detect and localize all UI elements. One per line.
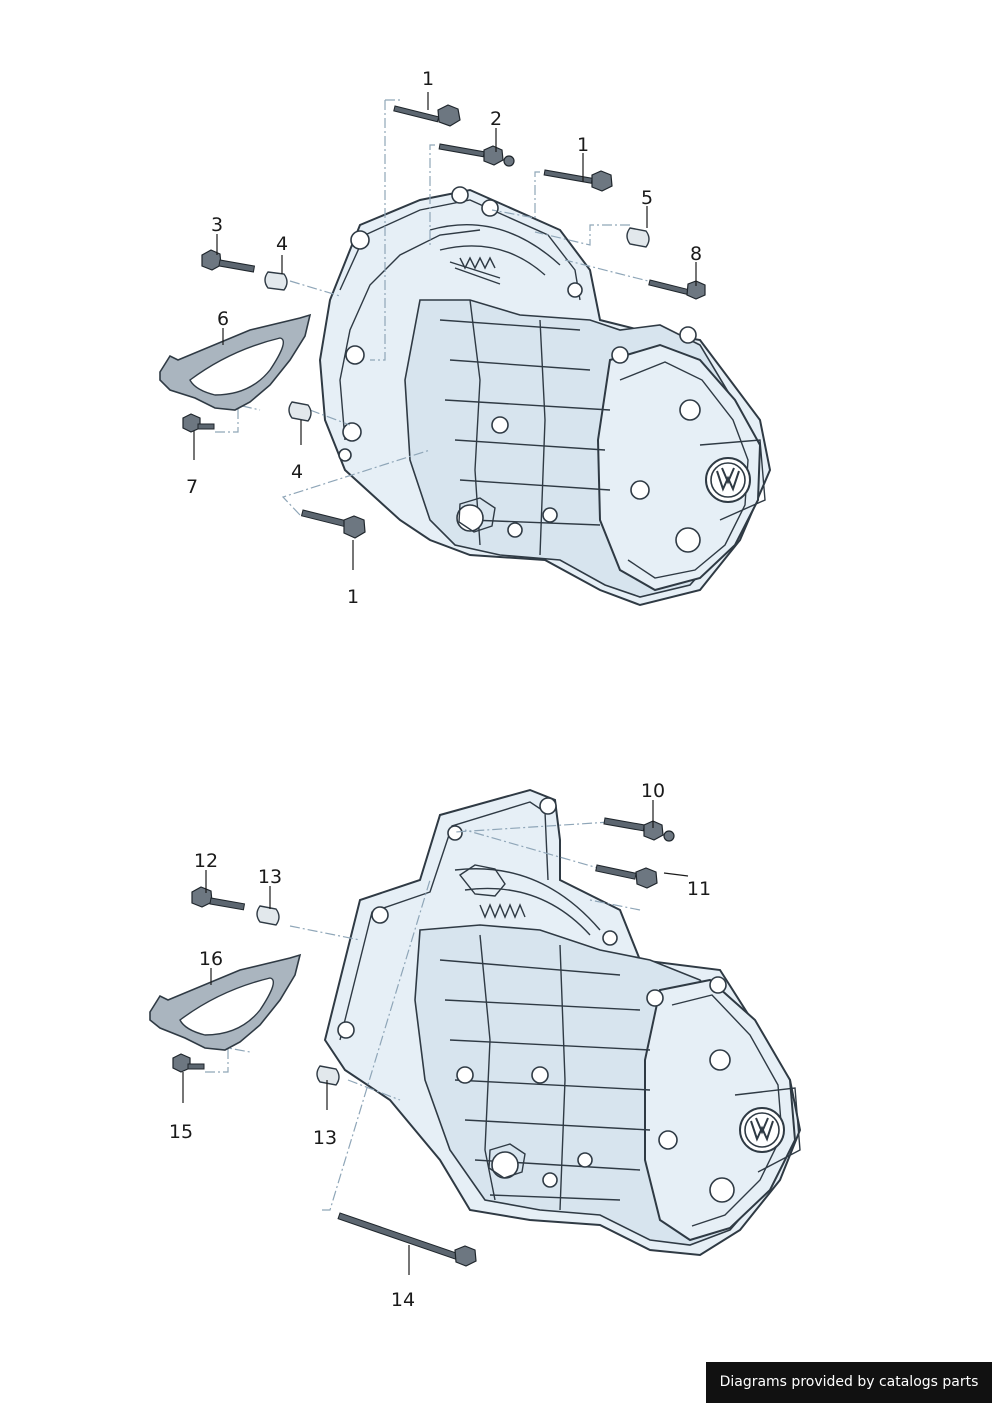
callout-label: 4 <box>276 233 288 255</box>
lower-gearbox-housing <box>323 788 802 1257</box>
upper-callout-leaders <box>193 92 697 570</box>
callout-label: 13 <box>313 1127 337 1149</box>
bolt-14 <box>337 1212 477 1267</box>
upper-gearbox-assembly: 1 2 1 3 4 5 8 6 7 4 1 <box>159 68 772 608</box>
callout-label: 16 <box>199 948 223 970</box>
bolt-2 <box>438 143 515 167</box>
bolt-7 <box>182 413 215 433</box>
lower-gearbox-assembly: 10 11 12 13 16 15 13 14 <box>149 780 802 1311</box>
callout-label: 4 <box>291 461 303 483</box>
bolt-3 <box>201 249 256 273</box>
callout-label: 8 <box>690 243 702 265</box>
shield-6 <box>159 313 312 411</box>
bolt-10 <box>603 817 675 842</box>
sleeve-13-top <box>256 905 280 926</box>
callout-label: 6 <box>217 308 229 330</box>
bolt-15 <box>172 1053 205 1073</box>
callout-label: 7 <box>186 476 198 498</box>
bolt-11 <box>595 864 658 889</box>
shield-16 <box>149 953 302 1051</box>
upper-leader-lines <box>215 99 661 516</box>
bolt-1-right <box>543 169 613 192</box>
callout-label: 2 <box>490 108 502 130</box>
callout-label: 1 <box>577 134 589 156</box>
callout-label: 1 <box>422 68 434 90</box>
callout-label: 5 <box>641 187 653 209</box>
sleeve-5 <box>626 227 650 248</box>
lower-leader-lines <box>205 821 641 1211</box>
sleeve-4-lower <box>288 401 312 422</box>
bolt-1-top <box>393 104 461 127</box>
callout-label: 1 <box>347 586 359 608</box>
callout-label: 13 <box>258 866 282 888</box>
lower-callout-leaders <box>182 800 689 1275</box>
callout-label: 15 <box>169 1121 193 1143</box>
bolt-8 <box>648 279 706 300</box>
callout-label: 10 <box>641 780 665 802</box>
upper-fasteners <box>159 104 706 539</box>
lower-fasteners <box>149 817 675 1267</box>
attribution-banner: Diagrams provided by catalogs parts <box>706 1362 992 1403</box>
sleeve-4-top <box>264 271 288 291</box>
upper-callout-labels: 1 2 1 3 4 5 8 6 7 4 1 <box>186 68 702 608</box>
lower-callout-labels: 10 11 12 13 16 15 13 14 <box>169 780 711 1311</box>
sleeve-13-lower <box>316 1065 340 1086</box>
callout-label: 3 <box>211 214 223 236</box>
callout-label: 12 <box>194 850 218 872</box>
bolt-12 <box>191 886 246 911</box>
callout-label: 14 <box>391 1289 415 1311</box>
bolt-1-bottom <box>300 509 366 539</box>
callout-label: 11 <box>687 878 711 900</box>
upper-gearbox-housing <box>318 186 772 607</box>
